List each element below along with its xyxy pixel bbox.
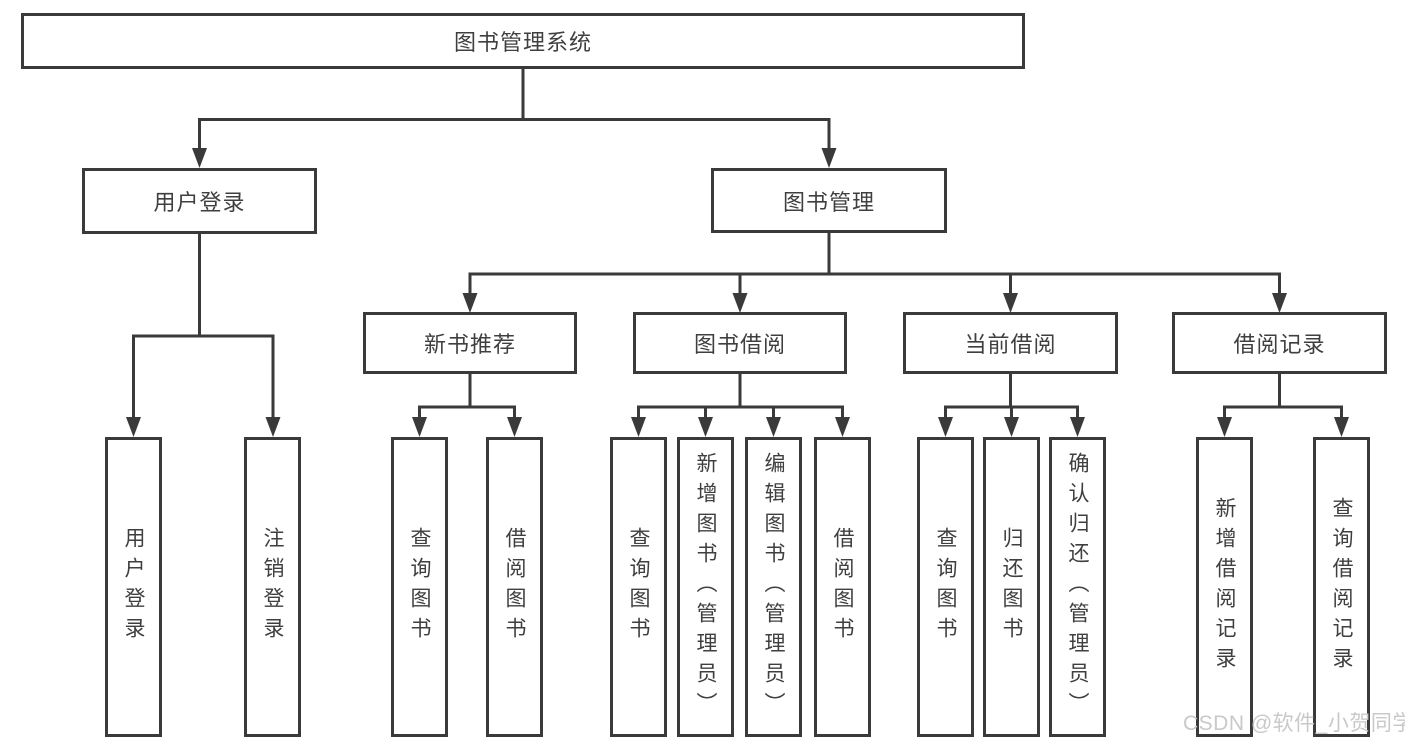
leaf-query-books-borrow: 查询图书 — [610, 437, 667, 737]
leaf-borrow-books: 借阅图书 — [814, 437, 871, 737]
leaf-confirm-return-admin: 确认归还（管理员） — [1049, 437, 1106, 737]
node-new-book-recommend: 新书推荐 — [363, 312, 577, 374]
watermark: CSDN @软件_小贺同学 — [1183, 712, 1405, 735]
leaf-query-books-recommend: 查询图书 — [391, 437, 448, 737]
leaf-user-login: 用户登录 — [105, 437, 162, 737]
leaf-add-borrow-record: 新增借阅记录 — [1196, 437, 1253, 737]
node-root: 图书管理系统 — [21, 13, 1025, 69]
node-user-login: 用户登录 — [82, 168, 317, 234]
leaf-add-books-admin: 新增图书（管理员） — [677, 437, 734, 737]
leaf-return-books: 归还图书 — [983, 437, 1040, 737]
leaf-edit-books-admin: 编辑图书（管理员） — [745, 437, 802, 737]
node-borrow-records: 借阅记录 — [1172, 312, 1387, 374]
arrowheads — [126, 148, 1349, 437]
leaf-query-borrow-record: 查询借阅记录 — [1313, 437, 1370, 737]
leaf-query-books-current: 查询图书 — [917, 437, 974, 737]
leaf-logout: 注销登录 — [244, 437, 301, 737]
node-current-borrow: 当前借阅 — [903, 312, 1118, 374]
node-book-borrow: 图书借阅 — [633, 312, 847, 374]
leaf-borrow-books-recommend: 借阅图书 — [486, 437, 543, 737]
node-book-management: 图书管理 — [711, 168, 947, 233]
